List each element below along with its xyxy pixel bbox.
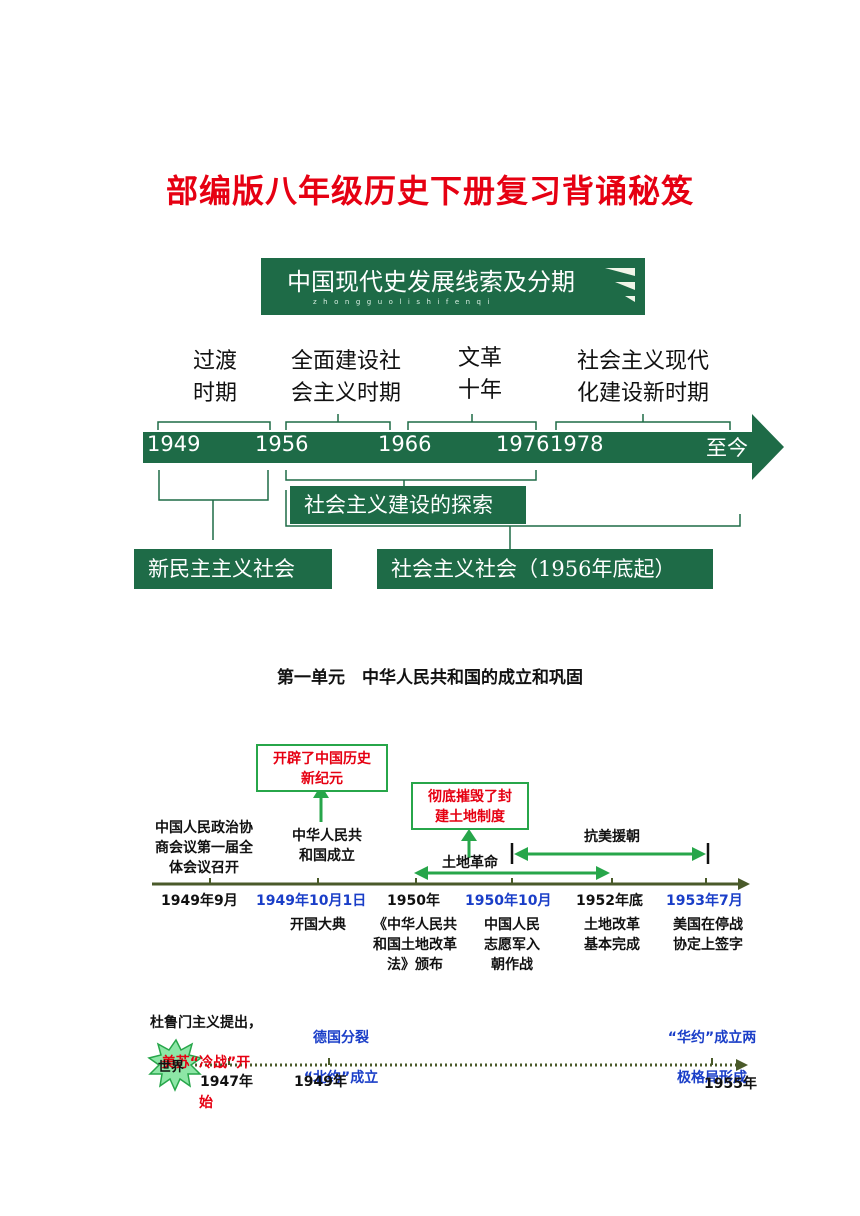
world-year-1949: 1949年 (294, 1074, 347, 1090)
date-1950: 1950年 (387, 893, 440, 909)
world-event-germany: 德国分裂 “北约”成立 (286, 1008, 396, 1108)
germany-line2: “北约”成立 (303, 1070, 379, 1086)
event-founding-ceremony: 开国大典 (290, 917, 346, 933)
event-volunteers: 中国人民 志愿军入 朝作战 (484, 917, 540, 973)
truman-line3: 始 (199, 1095, 213, 1111)
period-modernization: 社会主义现代 化建设新时期 (576, 349, 709, 406)
date-1953-7: 1953年7月 (666, 893, 743, 909)
period-cultural-revolution: 文革 十年 (457, 346, 502, 403)
year-1949: 1949 (147, 432, 201, 456)
brace-construction (285, 414, 391, 430)
world-year-1955: 1955年 (704, 1076, 757, 1092)
date-1952-end: 1952年底 (576, 893, 643, 909)
event-prc-founded: 中华人民共 和国成立 (292, 828, 362, 864)
box-land-system: 彻底摧毁了封 建土地制度 (411, 782, 529, 830)
brace-transition (157, 421, 271, 430)
unit-title: 第一单元 中华人民共和国的成立和巩固 (277, 668, 583, 688)
box-new-era: 开辟了中国历史 新纪元 (256, 744, 388, 792)
box-new-democratic: 新民主主义社会 (134, 549, 332, 589)
warsaw-line2: 极格局形成 (677, 1070, 747, 1086)
world-badge-label: 世界 (158, 1060, 185, 1075)
year-1978: 1978 (550, 432, 604, 456)
label-korea-war: 抗美援朝 (584, 829, 640, 845)
page-title: 部编版八年级历史下册复习背诵秘笈 (165, 172, 694, 210)
world-event-warsaw: “华约”成立两 极格局形成 (648, 1008, 776, 1108)
germany-line1: 德国分裂 (313, 1030, 369, 1046)
section-banner: 中国现代史发展线索及分期 zhongguolishifenqi (261, 258, 645, 315)
event-land-reform-law: 《中华人民共 和国土地改革 法》颁布 (373, 917, 457, 973)
timeline2-axis-arrowhead (738, 878, 750, 890)
warsaw-line1: “华约”成立两 (667, 1030, 757, 1046)
period-full-construction: 全面建设社 会主义时期 (290, 349, 401, 406)
event-cppcc: 中国人民政治协 商会议第一届全 体会议召开 (155, 820, 253, 876)
truman-line2: 美苏“冷战”开 (161, 1055, 251, 1071)
date-1950-10: 1950年10月 (465, 893, 552, 909)
year-1956: 1956 (255, 432, 309, 456)
truman-line1: 杜鲁门主义提出， (150, 1015, 262, 1031)
year-1976: 1976 (496, 432, 550, 456)
world-event-truman: 杜鲁门主义提出， 美苏“冷战”开 始 (136, 993, 276, 1133)
year-1966: 1966 (378, 432, 432, 456)
main-arrow (143, 414, 784, 480)
date-1949-9: 1949年9月 (161, 893, 238, 909)
corner-deco-icon (605, 268, 635, 302)
box-socialist-society: 社会主义社会（1956年底起） (377, 549, 713, 589)
date-1949-10-1: 1949年10月1日 (256, 893, 367, 909)
banner-title: 中国现代史发展线索及分期 (287, 268, 575, 296)
event-armistice: 美国在停战 协定上签字 (673, 917, 743, 953)
year-present: 至今 (706, 436, 748, 460)
period-transition: 过渡 时期 (192, 349, 237, 406)
event-land-reform-done: 土地改革 基本完成 (584, 917, 640, 953)
banner-subtitle: zhongguolishifenqi (313, 298, 496, 306)
label-land-reform: 土地革命 (442, 855, 498, 871)
world-year-1947: 1947年 (200, 1074, 253, 1090)
brace-culture (407, 414, 537, 430)
timeline1-graphics (143, 414, 784, 552)
box-socialist-exploration: 社会主义建设的探索 (290, 486, 526, 524)
brace-new-democratic (158, 470, 269, 540)
brace-modern (555, 414, 731, 430)
world-star-icon (147, 1038, 203, 1092)
brace-socialist (285, 490, 741, 552)
